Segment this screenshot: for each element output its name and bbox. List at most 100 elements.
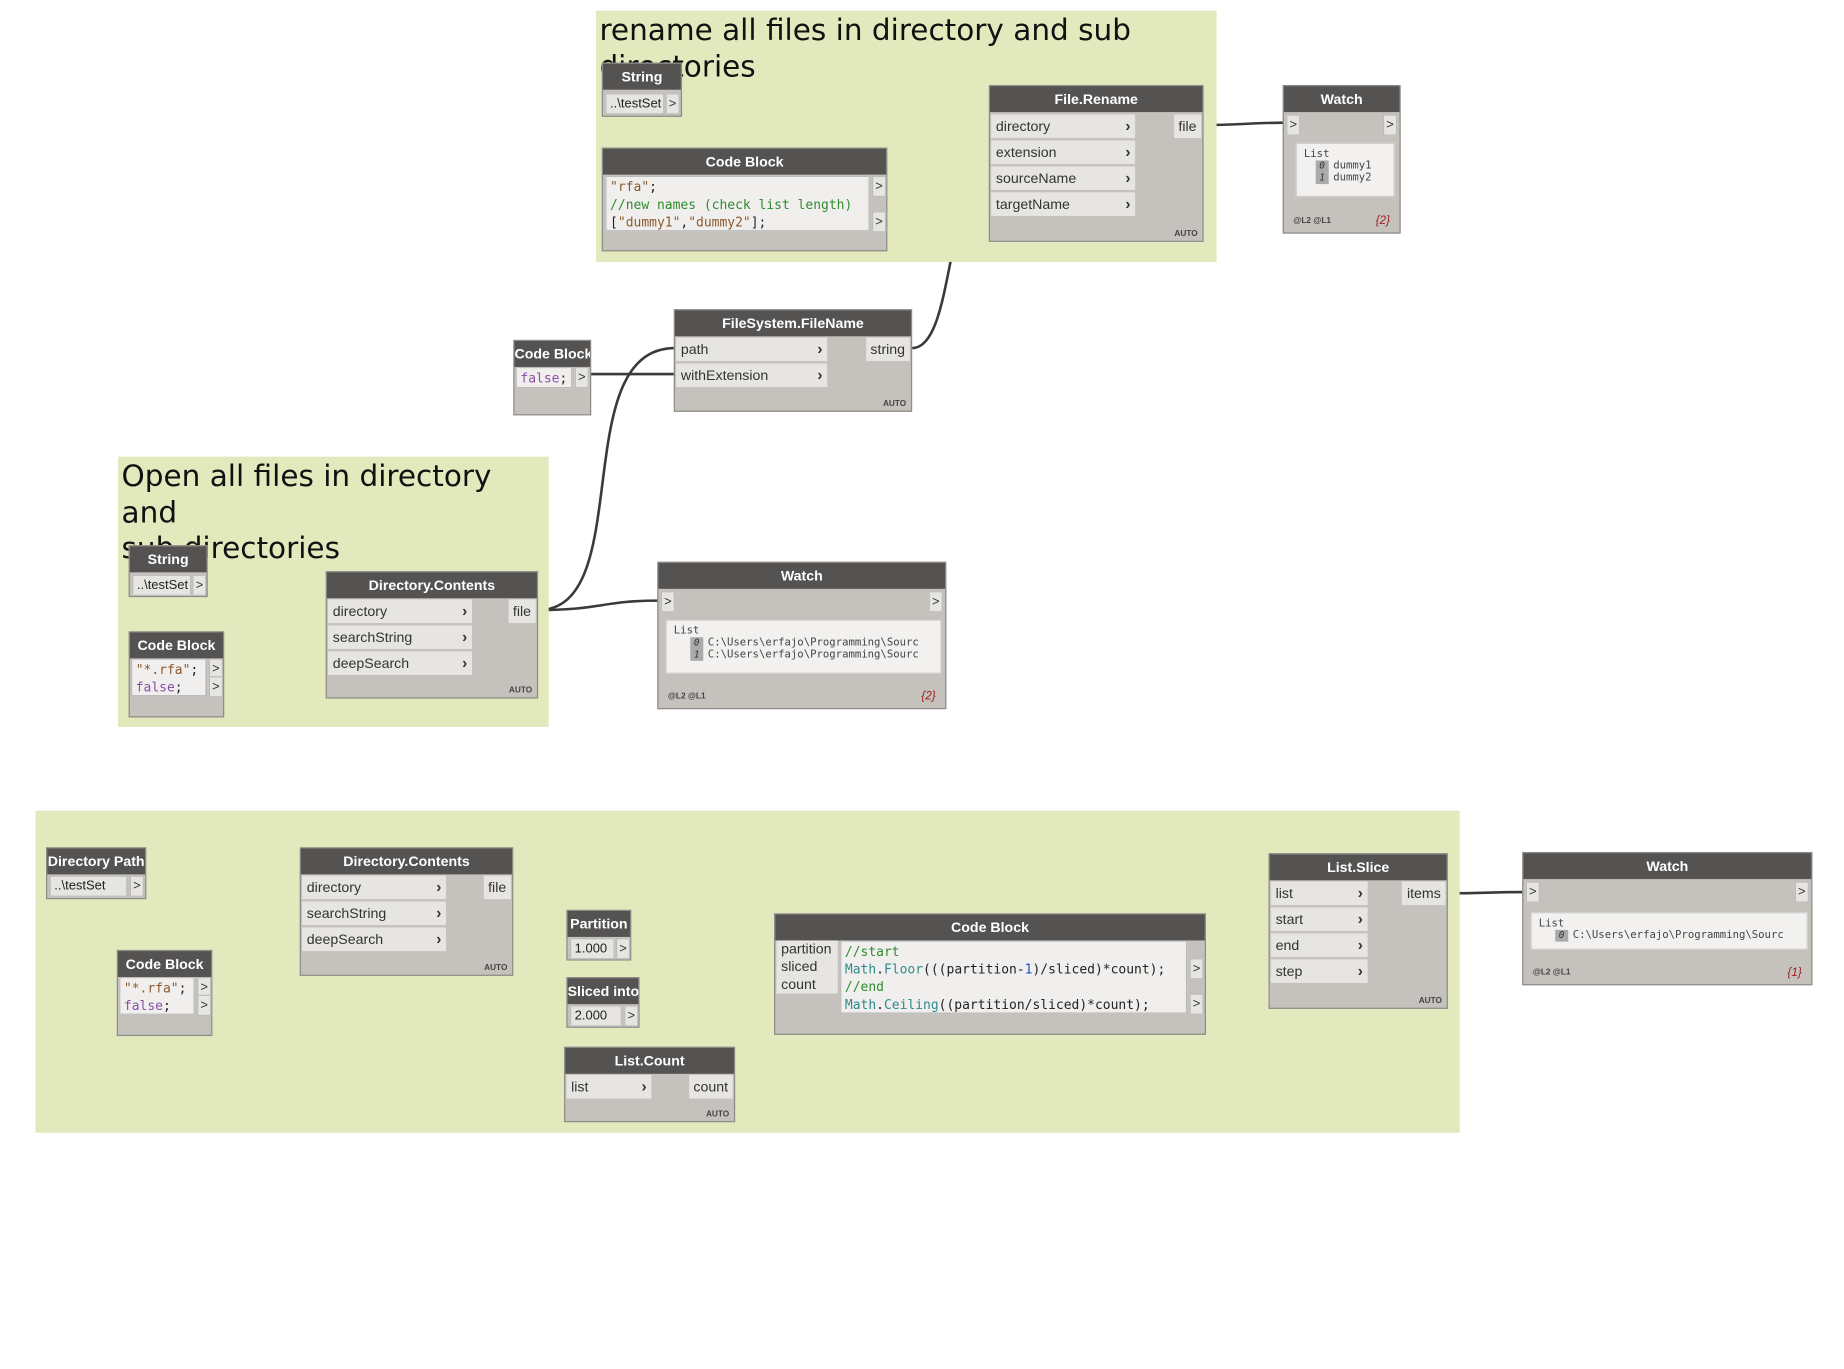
input-port-step[interactable]: step › xyxy=(1270,959,1368,983)
number-value-field[interactable]: 1.000 xyxy=(569,938,615,960)
input-port-directory[interactable]: directory› xyxy=(302,875,447,900)
code-editor[interactable]: "*.rfa"; false; xyxy=(130,658,207,697)
output-port[interactable]: > xyxy=(208,676,224,698)
list-index: 0 xyxy=(1315,160,1329,173)
output-port-count[interactable]: count xyxy=(688,1074,733,1099)
input-port[interactable]: > xyxy=(660,591,675,613)
directory-contents-node[interactable]: Directory.Contents directory› searchStri… xyxy=(299,847,514,976)
output-port[interactable]: > xyxy=(872,175,887,198)
node-title: String xyxy=(129,546,207,573)
output-port-file[interactable]: file xyxy=(508,599,536,624)
input-port-extension[interactable]: extension› xyxy=(991,140,1136,165)
code-block-node[interactable]: Code Block "rfa"; //new names (check lis… xyxy=(601,147,888,252)
filesystem-filename-node[interactable]: FileSystem.FileName path› withExtension›… xyxy=(673,309,913,412)
output-port-string[interactable]: string xyxy=(865,337,910,362)
path-value-field[interactable]: ..\testSet xyxy=(49,875,128,897)
port-label: searchString xyxy=(332,628,413,646)
input-port-directory[interactable]: directory› xyxy=(991,114,1136,139)
code-editor[interactable]: false; xyxy=(515,366,573,389)
lacing-indicator: AUTO xyxy=(882,400,907,409)
output-port-items[interactable]: items xyxy=(1402,881,1446,906)
node-title: Directory.Contents xyxy=(300,848,513,875)
input-port-end[interactable]: end› xyxy=(1270,933,1368,957)
node-title: Watch xyxy=(658,562,946,589)
output-port-file[interactable]: file xyxy=(1173,114,1202,139)
port-label: count xyxy=(781,975,816,993)
directory-path-node[interactable]: Directory Path ..\testSet > xyxy=(46,847,147,900)
output-port[interactable]: > xyxy=(1189,993,1204,1015)
code-editor[interactable]: "rfa"; //new names (check list length) [… xyxy=(605,175,870,232)
chevron-right-icon: › xyxy=(462,653,468,672)
list-value: dummy2 xyxy=(1333,172,1372,185)
input-port-list[interactable]: list› xyxy=(1270,881,1368,906)
node-title: Watch xyxy=(1283,86,1400,113)
input-port-start[interactable]: start› xyxy=(1270,907,1368,932)
number-value-field[interactable]: 2.000 xyxy=(569,1005,622,1027)
output-port[interactable]: > xyxy=(1189,958,1204,980)
input-port-count[interactable]: count xyxy=(776,975,838,994)
code-block-node[interactable]: Code Block partition sliced count //star… xyxy=(774,913,1206,1035)
lacing-indicator: AUTO xyxy=(508,686,533,696)
file-rename-node[interactable]: File.Rename directory› extension› source… xyxy=(988,84,1204,242)
group-slice[interactable] xyxy=(35,810,1460,1133)
string-value-field[interactable]: ..\testSet xyxy=(605,93,665,115)
string-node[interactable]: String ..\testSet > xyxy=(601,62,683,117)
node-title: List.Count xyxy=(565,1047,734,1074)
port-label: step xyxy=(1275,962,1303,980)
output-port[interactable]: > xyxy=(129,875,144,897)
lacing-indicator: AUTO xyxy=(484,964,508,973)
input-port-targetname[interactable]: targetName› xyxy=(991,192,1136,216)
code-block-node[interactable]: Code Block false; > xyxy=(513,339,592,416)
input-port-path[interactable]: path› xyxy=(676,337,828,362)
chevron-right-icon: › xyxy=(1357,961,1363,980)
port-label: directory xyxy=(995,117,1051,135)
code-block-node[interactable]: Code Block "*.rfa"; false; > > xyxy=(116,949,213,1037)
directory-contents-node[interactable]: Directory.Contents directory› searchStri… xyxy=(325,571,539,699)
output-port[interactable]: > xyxy=(1382,114,1398,136)
input-port-partition[interactable]: partition xyxy=(776,940,838,959)
input-port-searchstring[interactable]: searchString› xyxy=(328,625,472,649)
list-index: 0 xyxy=(690,637,704,649)
port-label: end xyxy=(1275,936,1300,954)
input-port-sourcename[interactable]: sourceName› xyxy=(991,166,1136,190)
output-port-file[interactable]: file xyxy=(483,875,511,900)
list-index: 1 xyxy=(1315,172,1329,185)
port-label: list xyxy=(1275,884,1293,902)
input-port-deepsearch[interactable]: deepSearch› xyxy=(328,651,472,675)
input-port-searchstring[interactable]: searchString› xyxy=(302,901,447,926)
output-port[interactable]: > xyxy=(665,93,680,115)
input-port-deepsearch[interactable]: deepSearch› xyxy=(302,927,447,952)
code-editor[interactable]: //start Math.Floor(((partition-1)/sliced… xyxy=(840,940,1188,1014)
output-port[interactable]: > xyxy=(574,366,589,389)
input-port-sliced[interactable]: sliced xyxy=(776,958,838,976)
input-port[interactable]: > xyxy=(1525,881,1540,903)
code-editor[interactable]: "*.rfa"; false; xyxy=(119,977,195,1015)
sliced-into-slider-node[interactable]: Sliced into 2.000 > xyxy=(566,977,640,1028)
output-port[interactable]: > xyxy=(615,938,631,960)
node-title: List.Slice xyxy=(1269,854,1447,881)
node-title: Directory Path xyxy=(47,848,146,875)
chevron-right-icon: › xyxy=(817,339,823,358)
input-port-withextension[interactable]: withExtension› xyxy=(676,363,828,388)
code-block-node[interactable]: Code Block "*.rfa"; false; > > xyxy=(128,631,225,718)
output-port[interactable]: > xyxy=(197,994,212,1016)
list-count-node[interactable]: List.Count list› count AUTO xyxy=(564,1046,736,1123)
output-port[interactable]: > xyxy=(624,1005,639,1027)
partition-slider-node[interactable]: Partition 1.000 > xyxy=(566,909,632,961)
output-port[interactable]: > xyxy=(928,591,943,613)
input-port[interactable]: > xyxy=(1286,114,1301,136)
output-port[interactable]: > xyxy=(192,574,207,596)
input-port-list[interactable]: list› xyxy=(566,1074,652,1099)
output-port[interactable]: > xyxy=(872,211,887,233)
chevron-right-icon: › xyxy=(436,903,442,922)
string-value-field[interactable]: ..\testSet xyxy=(132,574,192,596)
string-node[interactable]: String ..\testSet > xyxy=(128,545,208,598)
list-slice-node[interactable]: List.Slice list› start› end› step › items… xyxy=(1268,853,1448,1009)
output-port[interactable]: > xyxy=(1794,881,1809,903)
input-port-directory[interactable]: directory› xyxy=(328,599,472,624)
